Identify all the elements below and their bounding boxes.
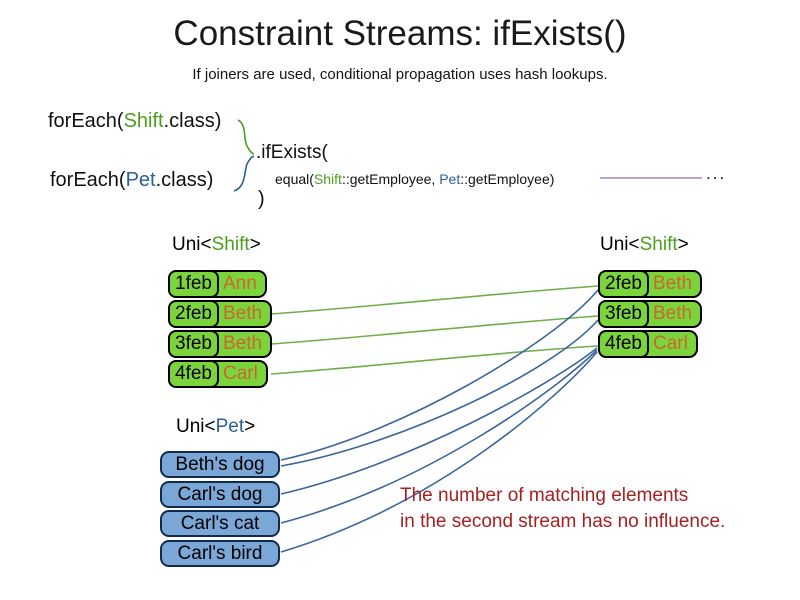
code-close-paren: ) [258,188,265,210]
shift-row: 3feb Beth [168,330,273,358]
label-text: Uni< [172,234,212,255]
label-type: Shift [211,234,250,255]
pet-class-token: Pet [125,169,156,191]
pet-row: Carl's cat [160,510,280,537]
shift-date-cell: 4feb [168,360,219,388]
shift-date-cell: 1feb [168,270,219,298]
left-shift-table-label: Uni<Shift> [172,234,261,256]
shift-row: 1feb Ann [168,270,267,298]
code-text: ::getEmployee) [460,171,555,187]
code-text: forEach( [48,110,124,132]
code-text: equal( [275,171,314,187]
code-text: forEach( [50,169,126,191]
slide-title: Constraint Streams: ifExists() [173,14,627,53]
label-text: > [244,416,256,437]
shift-row: 2feb Beth [598,270,703,298]
code-ellipsis: ... [706,164,727,183]
shift-date-cell: 2feb [168,300,219,328]
influence-note-line1: The number of matching elements [400,485,689,506]
label-text: Uni< [600,234,640,255]
label-text: Uni< [176,416,216,437]
brace-connector [233,119,255,192]
shift-employee-cell: Ann [222,273,257,294]
pet-table-label: Uni<Pet> [176,416,255,438]
shift-date-cell: 4feb [598,330,649,358]
pet-row: Carl's bird [160,540,280,567]
shift-row: 4feb Carl [598,330,698,358]
shift-employee-cell: Carl [652,333,688,354]
code-foreach-pet: forEach(Pet.class) [50,169,213,192]
shift-class-token: Shift [123,110,164,132]
shift-row: 3feb Beth [598,300,703,328]
shift-employee-cell: Beth [222,303,263,324]
code-foreach-shift: forEach(Shift.class) [48,110,221,133]
pet-row: Beth's dog [160,451,280,478]
pet-class-token: Pet [439,171,461,187]
label-type: Shift [639,234,678,255]
shift-date-cell: 3feb [598,300,649,328]
influence-note-line2: in the second stream has no influence. [400,511,726,532]
label-type: Pet [215,416,245,437]
shift-row: 4feb Carl [168,360,268,388]
code-ifexists: .ifExists( [256,142,328,163]
shift-date-cell: 3feb [168,330,219,358]
shift-match-lines [270,285,599,375]
label-text: > [249,234,261,255]
shift-employee-cell: Beth [222,333,263,354]
shift-employee-cell: Beth [652,273,693,294]
code-equal-joiner: equal(Shift::getEmployee, Pet::getEmploy… [275,171,554,187]
pet-row: Carl's dog [160,481,280,508]
slide-subtitle: If joiners are used, conditional propaga… [192,66,608,83]
code-text: .class) [155,169,214,191]
code-text: .class) [163,110,222,132]
label-text: > [677,234,689,255]
influence-note: The number of matching elements in the s… [400,483,725,535]
shift-class-token: Shift [313,171,342,187]
shift-employee-cell: Beth [652,303,693,324]
right-shift-table-label: Uni<Shift> [600,234,689,256]
code-text: ::getEmployee, [341,171,440,187]
shift-date-cell: 2feb [598,270,649,298]
shift-row: 2feb Beth [168,300,273,328]
shift-employee-cell: Carl [222,363,258,384]
